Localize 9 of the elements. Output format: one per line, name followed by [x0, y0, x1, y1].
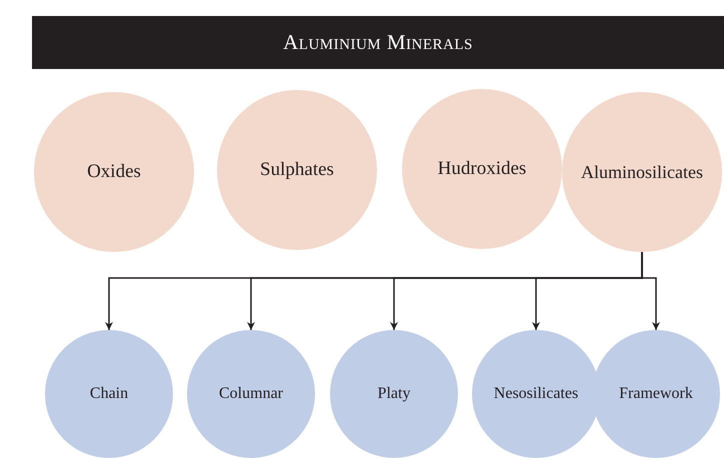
title-banner: Aluminium Minerals [32, 16, 724, 69]
category-circle: Hudroxides [402, 89, 562, 249]
category-circle: Platy [330, 330, 458, 458]
category-circle: Chain [45, 330, 173, 458]
category-circle: Sulphates [217, 90, 377, 250]
category-circle: Columnar [187, 330, 315, 458]
category-circle: Aluminosilicates [562, 92, 722, 252]
category-circle: Oxides [34, 92, 194, 252]
arrow [641, 252, 660, 330]
